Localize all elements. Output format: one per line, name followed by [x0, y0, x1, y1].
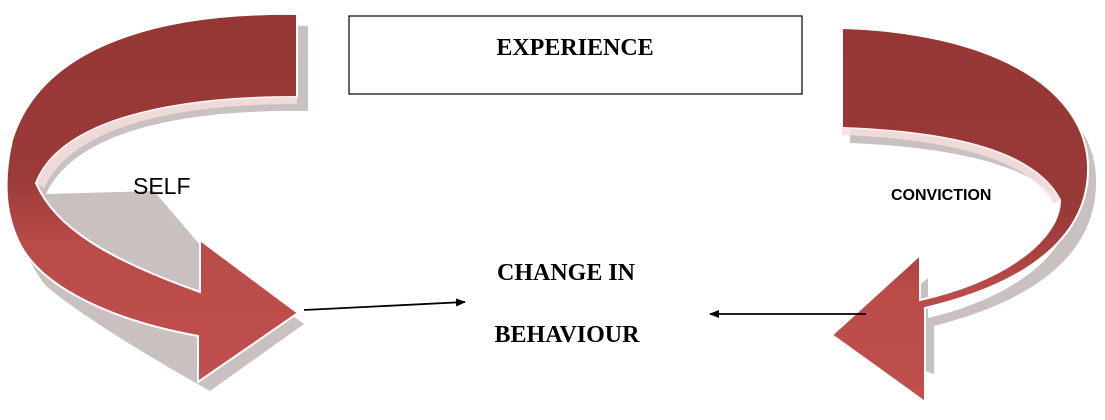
right-curved-arrow — [830, 26, 1090, 404]
experience-label: EXPERIENCE — [496, 35, 653, 61]
self-label: SELF — [133, 173, 191, 199]
left-connector-arrow — [303, 298, 466, 311]
experience-box — [348, 15, 803, 95]
behaviour-label: BEHAVIOUR — [495, 322, 641, 348]
conviction-label: CONVICTION — [891, 187, 991, 204]
right-arrow-highlight — [842, 128, 1060, 204]
left-arrow-highlight — [36, 97, 297, 188]
change-in-label: CHANGE IN — [497, 260, 636, 286]
